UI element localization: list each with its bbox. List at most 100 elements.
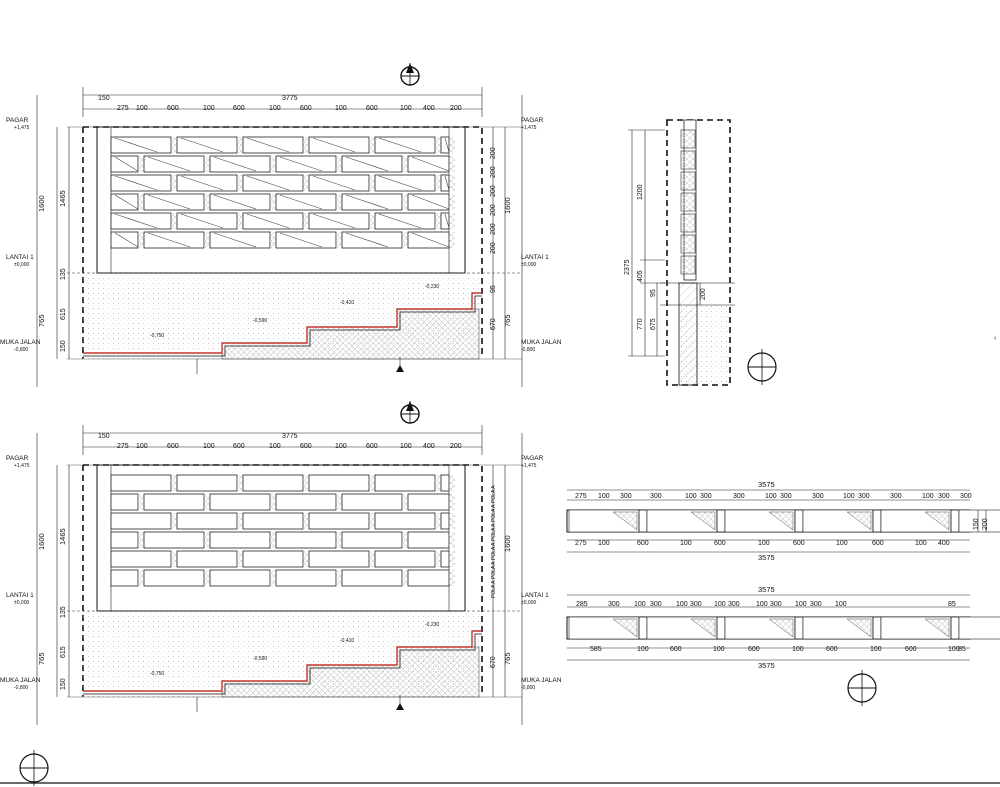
pola-label: POLA A xyxy=(491,580,497,598)
diagonal-stroke xyxy=(114,194,139,210)
brick-block xyxy=(407,231,450,249)
dim-top-segment-2: 100 xyxy=(136,443,148,450)
dim-left-inner-upper: 1465 xyxy=(58,190,67,207)
plan-block xyxy=(958,509,1000,533)
mortar-joint xyxy=(369,475,375,491)
level-lantai-left-2: LANTAI 1 xyxy=(6,592,34,599)
plan-post xyxy=(794,509,804,533)
dim-top-left: 150 xyxy=(98,95,110,102)
plan2-total-top: 3575 xyxy=(758,585,775,594)
mortar-joint xyxy=(270,156,276,172)
brick-block xyxy=(374,550,436,568)
brick-block xyxy=(110,474,172,492)
dim-right-row: 200 xyxy=(490,242,497,254)
diagonal-stroke xyxy=(213,232,257,248)
mortar-joint xyxy=(402,532,408,548)
diagonal-stroke xyxy=(246,137,290,153)
section-brick xyxy=(680,150,696,170)
diagonal-stroke xyxy=(444,137,450,153)
mortar-joint xyxy=(171,137,177,153)
brick-block xyxy=(110,531,139,549)
plan1-top-segment: 300 xyxy=(858,493,870,500)
dim-top-segment-2: 100 xyxy=(203,443,215,450)
dim-top-segment: 100 xyxy=(269,105,281,112)
plan2-top-segment: 300 xyxy=(690,601,702,608)
plan1-total-top: 3575 xyxy=(758,480,775,489)
brick-block xyxy=(308,474,370,492)
brick-block xyxy=(110,493,139,511)
dim-top-segment: 400 xyxy=(423,105,435,112)
plan1-top-segment: 300 xyxy=(938,493,950,500)
dim-top-segment-2: 600 xyxy=(300,443,312,450)
plan1-bottom-segment: 100 xyxy=(680,540,692,547)
dim-top-segment-2: 600 xyxy=(233,443,245,450)
section-brick xyxy=(680,213,696,233)
brick-block xyxy=(209,493,271,511)
plan2-top-segment: 300 xyxy=(650,601,662,608)
mortar-joint xyxy=(336,156,342,172)
plan2-bottom-segment: 100 xyxy=(948,646,960,653)
dim-left-inner-lower-2: 615 xyxy=(60,646,67,658)
level-lantai-right-2: LANTAI 1 xyxy=(521,592,549,599)
diagonal-stroke xyxy=(147,232,191,248)
dim-right-row: 200 xyxy=(490,223,497,235)
plan1-bottom-segment: 600 xyxy=(872,540,884,547)
mortar-joint xyxy=(369,551,375,567)
plan2-bottom-segment: 585 xyxy=(590,646,602,653)
plan1-top-segment: 300 xyxy=(650,493,662,500)
brick-block xyxy=(440,512,450,530)
mortar-joint xyxy=(402,194,408,210)
dim-right-row: 200 xyxy=(490,185,497,197)
brick-block xyxy=(407,569,450,587)
dim-right-total: 1600 xyxy=(503,197,512,214)
plan-post xyxy=(872,616,882,640)
mortar-joint xyxy=(369,137,375,153)
diagonal-stroke xyxy=(114,232,139,248)
mortar-joint xyxy=(369,213,375,229)
diagonal-stroke xyxy=(411,194,450,210)
diagonal-stroke xyxy=(345,194,389,210)
level-jalan-right-2: MUKA JALAN xyxy=(521,677,562,684)
diagonal-stroke xyxy=(279,156,323,172)
mortar-joint xyxy=(449,494,455,510)
brick-block xyxy=(242,474,304,492)
section-mid: 405 xyxy=(637,270,644,282)
mortar-joint xyxy=(336,232,342,248)
mortar-joint xyxy=(449,156,455,172)
brick-block xyxy=(440,474,450,492)
plan2-top-segment: 100 xyxy=(756,601,768,608)
diagonal-stroke xyxy=(444,213,450,229)
plan1-total-bottom: 3575 xyxy=(758,553,775,562)
plan1-top-segment: 100 xyxy=(598,493,610,500)
brick-block xyxy=(110,550,172,568)
plan-block xyxy=(958,616,1000,640)
mortar-joint xyxy=(204,570,210,586)
plan1-bottom-segment: 100 xyxy=(915,540,927,547)
section-brick xyxy=(680,234,696,254)
plan2-bottom-segment: 100 xyxy=(792,646,804,653)
dim-right-row: 200 xyxy=(490,166,497,178)
brick-block xyxy=(407,531,450,549)
plan2-bottom-segment: 100 xyxy=(713,646,725,653)
mortar-joint xyxy=(369,175,375,191)
mortar-joint xyxy=(171,551,177,567)
brick-block xyxy=(341,569,403,587)
plan2-bottom-segment: 600 xyxy=(905,646,917,653)
mortar-joint xyxy=(449,175,455,191)
mortar-joint xyxy=(270,194,276,210)
brick-block xyxy=(275,493,337,511)
mortar-joint xyxy=(449,551,455,567)
level-pagar-left-val-2: +1,475 xyxy=(14,463,30,469)
mortar-joint xyxy=(435,175,441,191)
step-level-4-2: -0,230 xyxy=(425,622,439,628)
mortar-joint xyxy=(237,175,243,191)
dim-left-inner-mid: 135 xyxy=(60,268,67,280)
brick-block xyxy=(407,193,450,211)
level-lantai-right: LANTAI 1 xyxy=(521,254,549,261)
brick-block xyxy=(242,512,304,530)
mortar-joint xyxy=(449,194,455,210)
brick-block xyxy=(374,512,436,530)
mortar-joint xyxy=(171,175,177,191)
plan1-top-segment: 100 xyxy=(685,493,697,500)
plan-post xyxy=(716,509,726,533)
